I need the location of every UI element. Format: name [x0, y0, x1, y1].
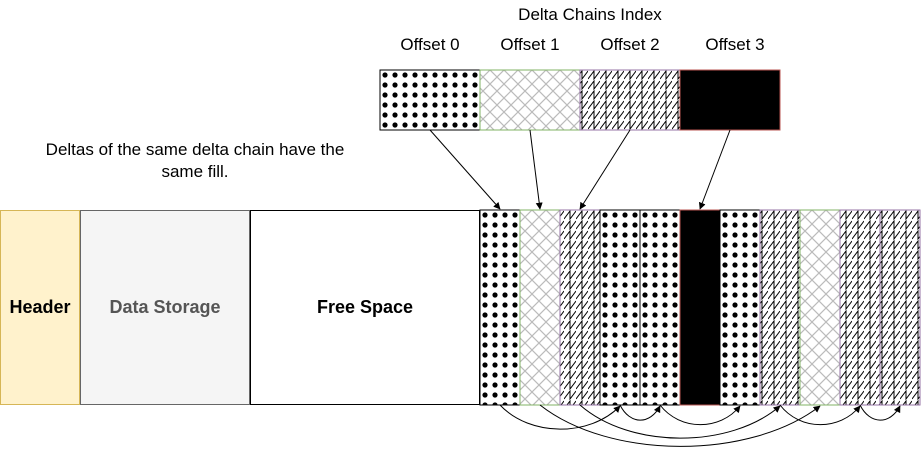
index-title: Delta Chains Index [518, 5, 662, 24]
delta-4 [639, 209, 681, 406]
data-storage-label: Data Storage [109, 297, 221, 317]
offset-2-label: Offset 2 [600, 35, 660, 54]
offset-1-label: Offset 1 [500, 35, 560, 54]
delta-8 [799, 209, 841, 406]
delta-1 [519, 209, 561, 406]
chain-link-arrow-6 [859, 404, 901, 421]
offset-3-label: Offset 3 [705, 35, 765, 54]
header-label: Header [9, 297, 71, 317]
index-pointer-arrow-2 [579, 129, 631, 210]
delta-0 [479, 209, 521, 406]
index-pointer-arrow-1 [529, 129, 543, 210]
header-block: Header [0, 210, 80, 405]
chain-link-arrow-0 [499, 404, 621, 430]
index-pointer-arrow-0 [429, 129, 501, 210]
delta-6 [719, 209, 761, 406]
free-space-label: Free Space [316, 297, 414, 317]
chain-link-arrow-5 [779, 404, 861, 426]
delta-5 [679, 209, 721, 406]
delta-7 [759, 209, 801, 406]
offset-0-label: Offset 0 [400, 35, 460, 54]
fill-legend-note: Deltas of the same delta chain have the … [45, 140, 345, 181]
index-cell-offset-2 [579, 69, 681, 131]
delta-2 [559, 209, 601, 406]
chain-link-arrow-3 [539, 404, 821, 447]
index-cell-offset-1 [479, 69, 581, 131]
chain-link-arrow-4 [579, 404, 781, 439]
index-pointer-arrow-3 [698, 129, 731, 210]
delta-10 [879, 209, 921, 406]
delta-9 [839, 209, 881, 406]
delta-3 [599, 209, 641, 406]
free-space-block: Free Space [250, 210, 480, 405]
data-storage-block: Data Storage [80, 210, 250, 405]
chain-link-arrow-2 [659, 404, 741, 426]
index-cell-offset-0 [379, 69, 481, 131]
index-cell-offset-3 [679, 69, 781, 131]
chain-link-arrow-1 [619, 404, 661, 421]
